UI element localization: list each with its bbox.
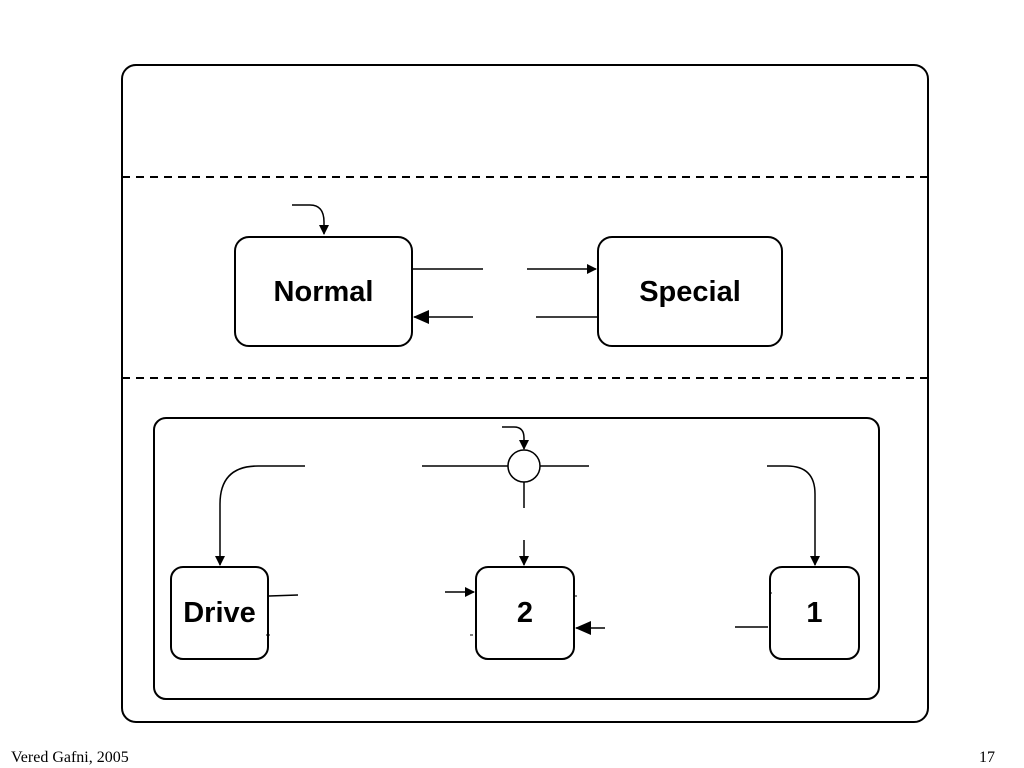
state-normal: Normal bbox=[234, 236, 413, 347]
state-one-label: 1 bbox=[806, 597, 822, 629]
footer-page-number: 17 bbox=[979, 749, 995, 766]
branch-to-one-b bbox=[767, 465, 820, 566]
state-special: Special bbox=[597, 236, 783, 347]
state-drive-label: Drive bbox=[183, 597, 256, 629]
outer-state-container bbox=[121, 64, 929, 723]
transition-drive-stub bbox=[268, 594, 299, 597]
condition-connector bbox=[507, 449, 541, 483]
state-normal-label: Normal bbox=[274, 276, 374, 308]
state-two-label: 2 bbox=[517, 597, 533, 629]
default-transition-normal bbox=[292, 204, 329, 235]
footer-author: Vered Gafni, 2005 bbox=[11, 749, 129, 766]
default-transition-connector bbox=[502, 426, 529, 450]
inner-state-container bbox=[153, 417, 880, 700]
state-two: 2 bbox=[475, 566, 575, 660]
branch-to-drive-a bbox=[215, 465, 305, 566]
state-drive: Drive bbox=[170, 566, 269, 660]
state-one: 1 bbox=[769, 566, 860, 660]
state-special-label: Special bbox=[639, 276, 741, 308]
